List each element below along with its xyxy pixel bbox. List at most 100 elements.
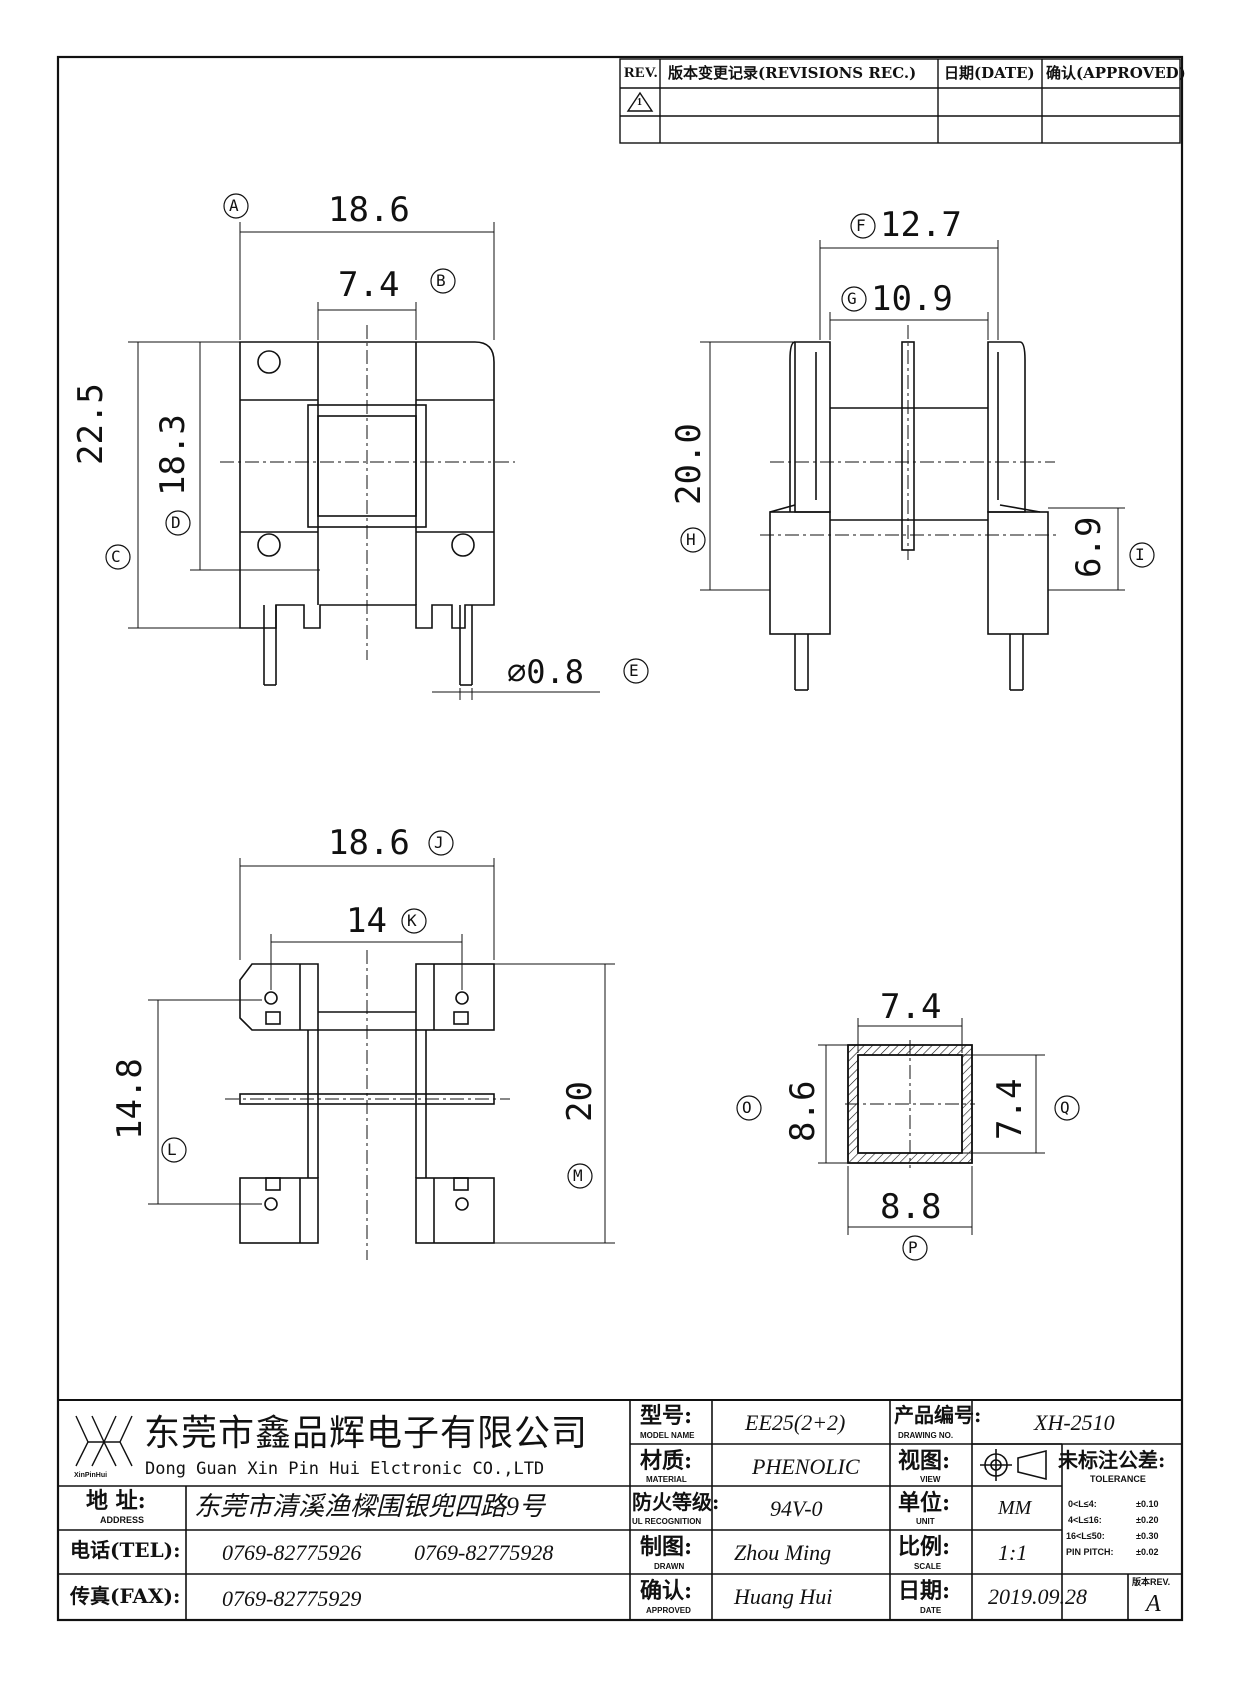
view-front-centerlines (220, 325, 515, 660)
view-front-dimension-lines (128, 222, 600, 700)
tolerance-label-en: TOLERANCE (1090, 1474, 1146, 1484)
tel-1: 0769-82775926 (222, 1540, 362, 1565)
view-label: 视图: (898, 1448, 951, 1474)
fax-label: 传真(FAX): (70, 1584, 181, 1608)
flame-rating-label-en: UL RECOGNITION (632, 1517, 702, 1526)
dim-D-value: 18.3 (153, 414, 193, 496)
approved-label-en: APPROVED (646, 1606, 691, 1615)
revision-label: 版本REV. (1132, 1577, 1171, 1587)
dim-B-label: B (436, 271, 446, 290)
dim-I-label: I (1135, 545, 1145, 564)
sheet-border (56, 55, 1184, 1622)
dim-P-label: P (908, 1238, 918, 1257)
dim-M-value: 20 (560, 1081, 600, 1122)
unit-value: MM (998, 1497, 1032, 1519)
revisions-record-header: 版本变更记录(REVISIONS REC.) (668, 64, 917, 82)
dim-L-label: L (167, 1140, 177, 1159)
date-header: 日期(DATE) (944, 64, 1035, 82)
view-section-centerlines (845, 1040, 975, 1168)
dim-E-label: E (629, 661, 639, 680)
dim-C-value: 22.5 (71, 383, 111, 465)
view-side-centerlines (760, 325, 1060, 560)
dim-A-label: A (229, 196, 239, 215)
approved-label: 确认: (640, 1578, 693, 1604)
tolerance-range-3: 16<L≤50: (1066, 1531, 1105, 1541)
approved-value: Huang Hui (734, 1584, 833, 1609)
material-label-en: MATERIAL (646, 1475, 687, 1484)
view-bottom-dimension-lines (148, 858, 615, 1244)
revision-triangle-icon (626, 91, 654, 112)
date-label-en: DATE (920, 1606, 942, 1615)
dim-E-value: ⌀0.8 (507, 653, 585, 691)
material-label: 材质: (640, 1448, 693, 1474)
model-value: EE25(2+2) (745, 1410, 846, 1435)
flame-rating-label: 防火等级: (632, 1490, 720, 1514)
dim-L-value: 14.8 (110, 1058, 150, 1140)
tolerance-label: 未标注公差: (1058, 1448, 1166, 1472)
dim-P-value: 8.8 (880, 1187, 942, 1227)
drawn-value: Zhou Ming (734, 1540, 832, 1565)
title-block (58, 1399, 1182, 1620)
dim-C-label: C (111, 547, 121, 566)
dim-B-value: 7.4 (338, 265, 400, 305)
dim-Q-label: Q (1060, 1098, 1070, 1117)
revision-table (619, 58, 1181, 144)
address-label: 地 址: (86, 1488, 146, 1514)
dim-H-value: 20.0 (669, 423, 709, 505)
view-bottom-centerlines (225, 950, 510, 1260)
date-label: 日期: (898, 1578, 951, 1604)
model-label: 型号: (640, 1403, 693, 1429)
first-angle-projection-icon (980, 1449, 1047, 1481)
dim-H-label: H (686, 530, 696, 549)
tel-label: 电话(TEL): (70, 1538, 181, 1562)
tolerance-value-4: ±0.02 (1136, 1547, 1159, 1557)
dimension-id-circles (105, 193, 1155, 1261)
dim-A-value: 18.6 (328, 190, 410, 230)
dim-Q-value: 7.4 (990, 1078, 1030, 1140)
dim-K-label: K (407, 911, 417, 930)
drawn-label-en: DRAWN (654, 1562, 685, 1571)
address-label-en: ADDRESS (100, 1515, 145, 1525)
fax-value: 0769-82775929 (222, 1586, 362, 1611)
dim-F-label: F (856, 216, 866, 235)
dim-D-label: D (171, 513, 181, 532)
view-side-dimension-lines (700, 240, 1125, 591)
unit-label: 单位: (898, 1490, 951, 1516)
tolerance-range-4: PIN PITCH: (1066, 1547, 1114, 1557)
view-section-dimension-lines (818, 1018, 1045, 1235)
company-name-en: Dong Guan Xin Pin Hui Elctronic CO.,LTD (145, 1459, 545, 1479)
logo-text: XinPinHui (74, 1472, 108, 1479)
tel-2: 0769-82775928 (414, 1540, 554, 1565)
tolerance-range-2: 4<L≤16: (1068, 1515, 1102, 1525)
scale-label-en: SCALE (914, 1562, 942, 1571)
view-label-en: VIEW (920, 1475, 941, 1484)
dim-J-label: J (434, 833, 444, 852)
drawing-number-label: 产品编号: (894, 1403, 982, 1427)
date-value: 2019.09.28 (988, 1584, 1087, 1609)
scale-label: 比例: (898, 1534, 951, 1560)
material-value: PHENOLIC (752, 1454, 860, 1479)
revision-row-1-number: 1 (637, 97, 642, 108)
scale-value: 1:1 (998, 1540, 1028, 1565)
tolerance-value-3: ±0.30 (1136, 1531, 1159, 1541)
dim-O-label: O (742, 1098, 752, 1117)
company-name-cn: 东莞市鑫品辉电子有限公司 (144, 1413, 589, 1454)
dim-I-value: 6.9 (1069, 516, 1109, 578)
drawn-label: 制图: (640, 1534, 693, 1560)
rev-header: REV. (624, 65, 658, 81)
company-logo-icon (75, 1415, 133, 1467)
dim-N-value: 7.4 (880, 987, 942, 1027)
dim-J-value: 18.6 (328, 823, 410, 863)
address-value: 东莞市清溪渔樑围银兜四路9号 (194, 1492, 546, 1521)
dim-K-value: 14 (346, 901, 387, 941)
approved-header: 确认(APPROVED) (1046, 64, 1186, 82)
dim-M-label: M (573, 1166, 583, 1185)
dim-F-value: 12.7 (880, 205, 962, 245)
tolerance-value-2: ±0.20 (1136, 1515, 1159, 1525)
dim-G-value: 10.9 (871, 279, 953, 319)
tolerance-value-1: ±0.10 (1136, 1499, 1159, 1509)
tolerance-range-1: 0<L≤4: (1068, 1499, 1097, 1509)
flame-rating-value: 94V-0 (770, 1496, 823, 1521)
dim-O-value: 8.6 (783, 1080, 823, 1142)
